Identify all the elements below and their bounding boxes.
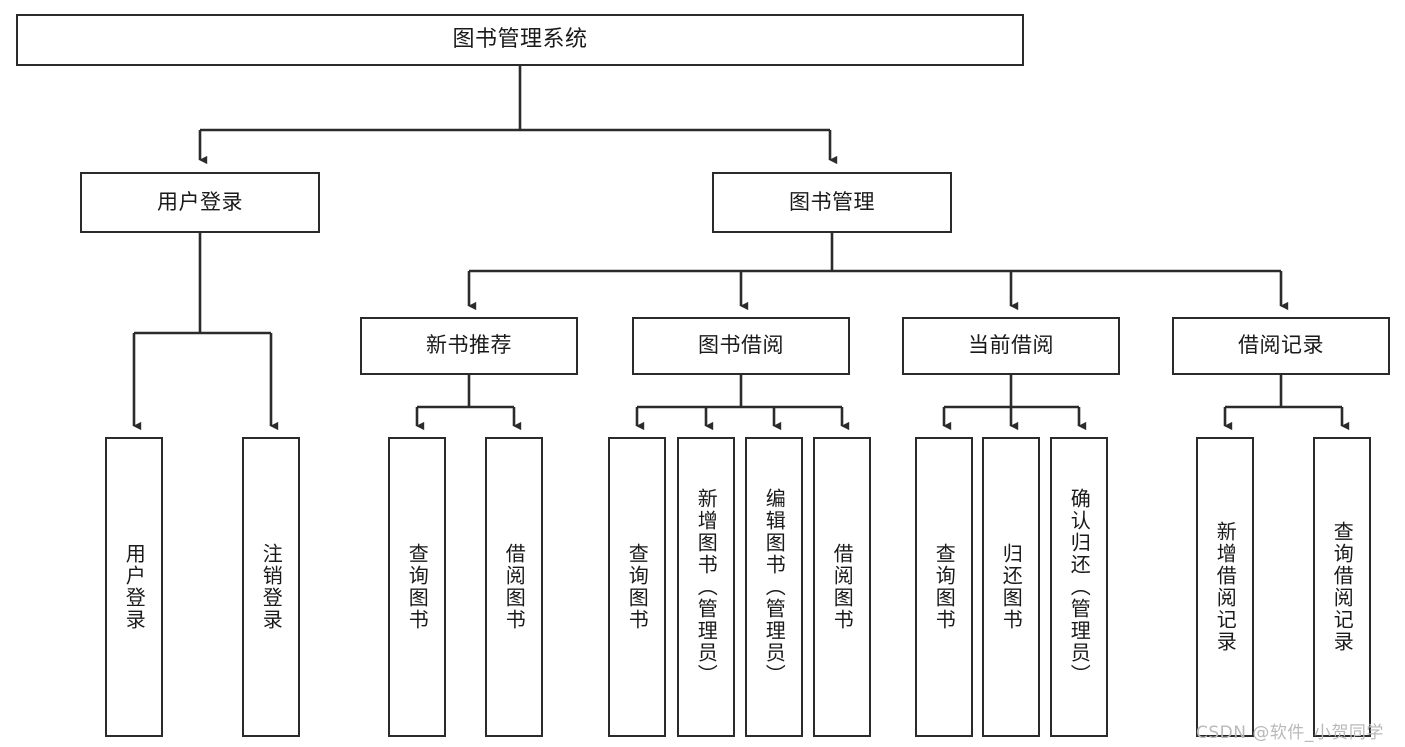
node-new-book-recommendation-label: 新书推荐 [426, 333, 512, 358]
node-user-login[interactable]: 用户登录 [80, 172, 320, 233]
node-book-borrowing[interactable]: 图书借阅 [632, 317, 850, 375]
node-user-login-label: 用户登录 [157, 189, 243, 214]
node-leaf-edit-book[interactable]: 编辑图书（管理员） [745, 437, 803, 737]
node-root-label: 图书管理系统 [452, 26, 588, 52]
node-current-borrowing-label: 当前借阅 [968, 333, 1054, 358]
node-root[interactable]: 图书管理系统 [16, 14, 1024, 66]
node-leaf-borrow-book-borrowing[interactable]: 借阅图书 [813, 437, 871, 737]
node-leaf-logout-label: 注销登录 [259, 543, 284, 631]
node-leaf-return-book[interactable]: 归还图书 [982, 437, 1040, 737]
node-book-borrowing-label: 图书借阅 [698, 333, 784, 358]
node-new-book-recommendation[interactable]: 新书推荐 [360, 317, 578, 375]
node-leaf-logout[interactable]: 注销登录 [242, 437, 300, 737]
node-book-management[interactable]: 图书管理 [712, 172, 952, 233]
node-leaf-add-book-label: 新增图书（管理员） [694, 488, 719, 686]
watermark: CSDN @软件_小贺同学 [1196, 723, 1384, 743]
node-leaf-user-login[interactable]: 用户登录 [105, 437, 163, 737]
node-book-management-label: 图书管理 [789, 189, 875, 214]
node-leaf-query-borrowing-record-label: 查询借阅记录 [1330, 521, 1355, 653]
node-leaf-query-book-borrowing[interactable]: 查询图书 [608, 437, 666, 737]
node-leaf-query-book-recommendation[interactable]: 查询图书 [388, 437, 446, 737]
node-leaf-confirm-return-label: 确认归还（管理员） [1067, 488, 1092, 686]
node-leaf-query-book-current[interactable]: 查询图书 [915, 437, 973, 737]
node-leaf-borrow-book-recommendation-label: 借阅图书 [502, 543, 527, 631]
node-leaf-borrow-book-borrowing-label: 借阅图书 [830, 543, 855, 631]
node-leaf-confirm-return[interactable]: 确认归还（管理员） [1050, 437, 1108, 737]
node-leaf-user-login-label: 用户登录 [122, 543, 147, 631]
node-leaf-query-borrowing-record[interactable]: 查询借阅记录 [1313, 437, 1371, 737]
node-leaf-query-book-current-label: 查询图书 [932, 543, 957, 631]
node-borrowing-record-label: 借阅记录 [1238, 333, 1324, 358]
node-leaf-borrow-book-recommendation[interactable]: 借阅图书 [485, 437, 543, 737]
node-leaf-add-borrowing-record[interactable]: 新增借阅记录 [1196, 437, 1254, 737]
node-leaf-return-book-label: 归还图书 [999, 543, 1024, 631]
node-leaf-edit-book-label: 编辑图书（管理员） [762, 488, 787, 686]
node-leaf-add-borrowing-record-label: 新增借阅记录 [1213, 521, 1238, 653]
node-current-borrowing[interactable]: 当前借阅 [902, 317, 1120, 375]
node-leaf-query-book-recommendation-label: 查询图书 [405, 543, 430, 631]
node-leaf-query-book-borrowing-label: 查询图书 [625, 543, 650, 631]
node-borrowing-record[interactable]: 借阅记录 [1172, 317, 1390, 375]
node-leaf-add-book[interactable]: 新增图书（管理员） [677, 437, 735, 737]
